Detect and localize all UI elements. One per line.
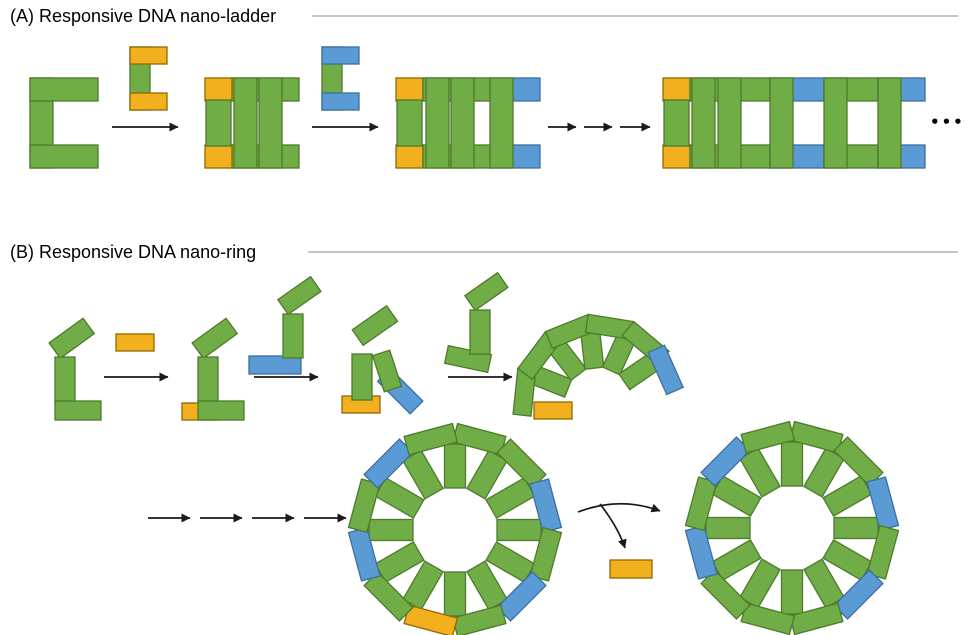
green-brick bbox=[469, 309, 491, 355]
ring-rung-green-brick bbox=[822, 475, 873, 517]
ring-rung-green-brick bbox=[485, 477, 536, 519]
ring-rung-green-brick bbox=[374, 541, 425, 583]
section-b-nano-ring: (B) Responsive DNA nano-ring bbox=[10, 242, 958, 635]
ring-rung-green-brick bbox=[402, 449, 444, 500]
ring-rung-green-brick bbox=[443, 443, 467, 489]
ring-rung-green-brick bbox=[822, 539, 873, 581]
ring-rung-green-brick bbox=[803, 558, 845, 609]
green-brick bbox=[258, 77, 283, 169]
ring-outer-green-brick bbox=[740, 420, 796, 454]
ring-rung-green-brick bbox=[496, 518, 542, 542]
green-brick bbox=[233, 77, 258, 169]
ladder-monomer bbox=[29, 77, 99, 169]
green-brick bbox=[197, 400, 245, 421]
ring-rung-green-brick bbox=[711, 475, 762, 517]
green-brick bbox=[463, 271, 509, 312]
yellow-brick bbox=[395, 77, 424, 102]
green-brick bbox=[282, 313, 304, 359]
green-brick bbox=[197, 356, 219, 404]
green-brick bbox=[877, 77, 902, 169]
yellow-brick-released bbox=[609, 559, 653, 579]
ring-monomer-with-yellow bbox=[181, 317, 245, 421]
ring-monomer bbox=[48, 317, 102, 421]
ring-rung-green-brick bbox=[780, 441, 804, 487]
ring-rung-green-brick bbox=[466, 560, 508, 611]
yellow-brick bbox=[204, 77, 233, 102]
green-brick bbox=[717, 77, 742, 169]
green-brick bbox=[54, 400, 102, 421]
ring-outer-blue-brick bbox=[647, 344, 685, 396]
section-b-title: (B) Responsive DNA nano-ring bbox=[10, 242, 256, 262]
green-brick bbox=[351, 304, 399, 347]
green-brick bbox=[691, 77, 716, 169]
green-brick bbox=[54, 356, 76, 404]
blue-brick bbox=[248, 355, 302, 375]
yellow-brick bbox=[204, 144, 233, 169]
green-brick bbox=[29, 77, 99, 102]
green-brick bbox=[769, 77, 794, 169]
reaction-arrow bbox=[577, 502, 661, 513]
nanoring-with-yellow bbox=[347, 422, 563, 635]
ring-outer-green-brick bbox=[403, 422, 459, 456]
blue-brick bbox=[321, 92, 360, 111]
ring-rung-green-brick bbox=[803, 447, 845, 498]
green-brick bbox=[663, 99, 690, 147]
ladder-linker-unit-yellow bbox=[129, 46, 168, 111]
yellow-brick bbox=[129, 46, 168, 65]
yellow-brick bbox=[115, 333, 155, 352]
ring-rung-green-brick bbox=[374, 477, 425, 519]
ring-linker-unit-green bbox=[443, 271, 509, 374]
section-a-title: (A) Responsive DNA nano-ladder bbox=[10, 6, 276, 26]
yellow-brick bbox=[662, 77, 691, 102]
ring-rung-green-brick bbox=[711, 539, 762, 581]
green-brick bbox=[48, 317, 96, 360]
ring-linker-unit-blue bbox=[248, 275, 322, 375]
green-brick bbox=[205, 99, 232, 147]
ring-rung-green-brick bbox=[705, 516, 751, 540]
ring-rung-green-brick bbox=[443, 571, 467, 617]
nanoring-final bbox=[684, 420, 900, 635]
ring-rung-green-brick bbox=[466, 449, 508, 500]
ring-rung-green-brick bbox=[833, 516, 879, 540]
ladder-trimer bbox=[395, 77, 541, 169]
ring-rung-green-brick bbox=[739, 558, 781, 609]
green-brick bbox=[351, 353, 373, 401]
green-brick bbox=[396, 99, 423, 147]
ring-rung-green-brick bbox=[780, 569, 804, 615]
ring-rung-green-brick bbox=[485, 541, 536, 583]
ring-dimer bbox=[341, 304, 424, 415]
yellow-brick bbox=[395, 144, 424, 169]
green-brick bbox=[276, 275, 322, 316]
ladder-dimer bbox=[204, 77, 300, 169]
yellow-brick bbox=[533, 401, 573, 420]
ladder-linker-unit-blue bbox=[321, 46, 360, 111]
green-brick bbox=[823, 77, 848, 169]
green-brick bbox=[29, 144, 99, 169]
green-brick bbox=[191, 317, 239, 360]
ring-rung-green-brick bbox=[368, 518, 414, 542]
green-brick bbox=[371, 349, 403, 393]
continuation-dots: •••• bbox=[930, 113, 966, 131]
release-arrow bbox=[599, 503, 627, 549]
green-brick bbox=[425, 77, 450, 169]
ring-rung-green-brick bbox=[402, 560, 444, 611]
ring-arc-tetramer bbox=[512, 313, 685, 417]
blue-brick bbox=[321, 46, 360, 65]
yellow-brick bbox=[662, 144, 691, 169]
green-brick bbox=[450, 77, 475, 169]
section-a-nano-ladder: (A) Responsive DNA nano-ladder bbox=[10, 6, 966, 169]
green-brick bbox=[489, 77, 514, 169]
ring-rung-green-brick bbox=[739, 447, 781, 498]
ladder-polymer bbox=[662, 77, 926, 169]
yellow-brick bbox=[129, 92, 168, 111]
